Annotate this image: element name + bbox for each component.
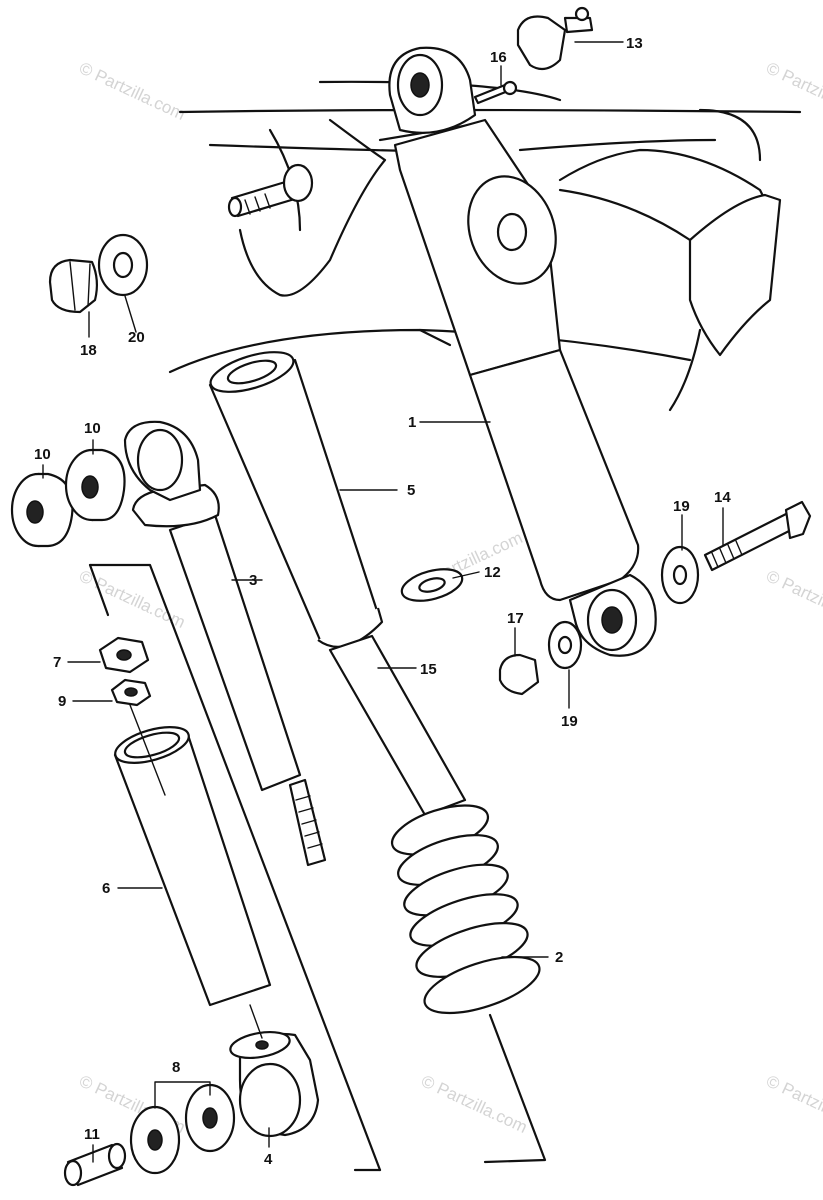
part-10-bushing-left [10, 472, 74, 548]
callout-4: 4 [264, 1151, 273, 1168]
callout-8: 8 [172, 1059, 180, 1076]
callout-19-right: 19 [673, 498, 690, 515]
callout-15: 15 [420, 661, 437, 678]
callout-19-lower: 19 [561, 713, 578, 730]
part-17-nut [498, 653, 540, 696]
frame-stud-bolt [227, 163, 314, 218]
callout-12: 12 [484, 564, 501, 581]
callout-2: 2 [555, 949, 563, 966]
part-3-damper-unit [123, 420, 327, 867]
part-19-washer-lower [547, 620, 583, 670]
callout-16: 16 [490, 49, 507, 66]
part-12-washer [400, 568, 464, 602]
leader-lines [42, 41, 724, 1163]
part-7-nut [98, 636, 150, 674]
callout-9: 9 [58, 693, 66, 710]
callout-18: 18 [80, 342, 97, 359]
part-15-rod [328, 634, 467, 817]
watermark-8: © Partzilla.com [763, 1071, 823, 1137]
part-18-nut [48, 258, 99, 314]
callout-7: 7 [53, 654, 61, 671]
callout-1: 1 [408, 414, 416, 431]
part-19-washer-right [660, 545, 700, 605]
callout-10-right: 10 [84, 420, 101, 437]
callout-10-left: 10 [34, 446, 51, 463]
part-10-bushing-right [64, 448, 126, 522]
watermark-1: © Partzilla.com [76, 58, 188, 124]
part-13-cap-nut [516, 6, 594, 71]
part-4-lower-eye [229, 1030, 320, 1138]
callout-13: 13 [626, 35, 643, 52]
assembly-bracket-lines [88, 563, 547, 1172]
part-5-upper-spring-cover [208, 351, 384, 648]
part-20-washer [97, 233, 149, 297]
part-16-pin [473, 80, 518, 105]
watermark-5: © Partzilla.com [763, 566, 823, 632]
callout-14: 14 [714, 489, 731, 506]
callout-3: 3 [249, 572, 257, 589]
watermark-2: © Partzilla.com [763, 58, 823, 124]
callout-labels: 1 2 3 4 5 6 7 8 9 10 10 11 12 13 14 15 1… [34, 35, 731, 1168]
part-1-shock-absorber-assembly [388, 46, 657, 657]
part-2-spring [390, 804, 541, 1015]
callout-6: 6 [102, 880, 110, 897]
callout-17: 17 [507, 610, 524, 627]
callout-5: 5 [407, 482, 415, 499]
callout-11: 11 [84, 1126, 100, 1143]
part-6-lower-spring-cover [113, 726, 272, 1007]
watermark-7: © Partzilla.com [418, 1071, 530, 1137]
part-11-collar [63, 1142, 127, 1187]
part-9-locknut [110, 678, 152, 707]
callout-20: 20 [128, 329, 145, 346]
part-14-bolt [703, 500, 812, 572]
